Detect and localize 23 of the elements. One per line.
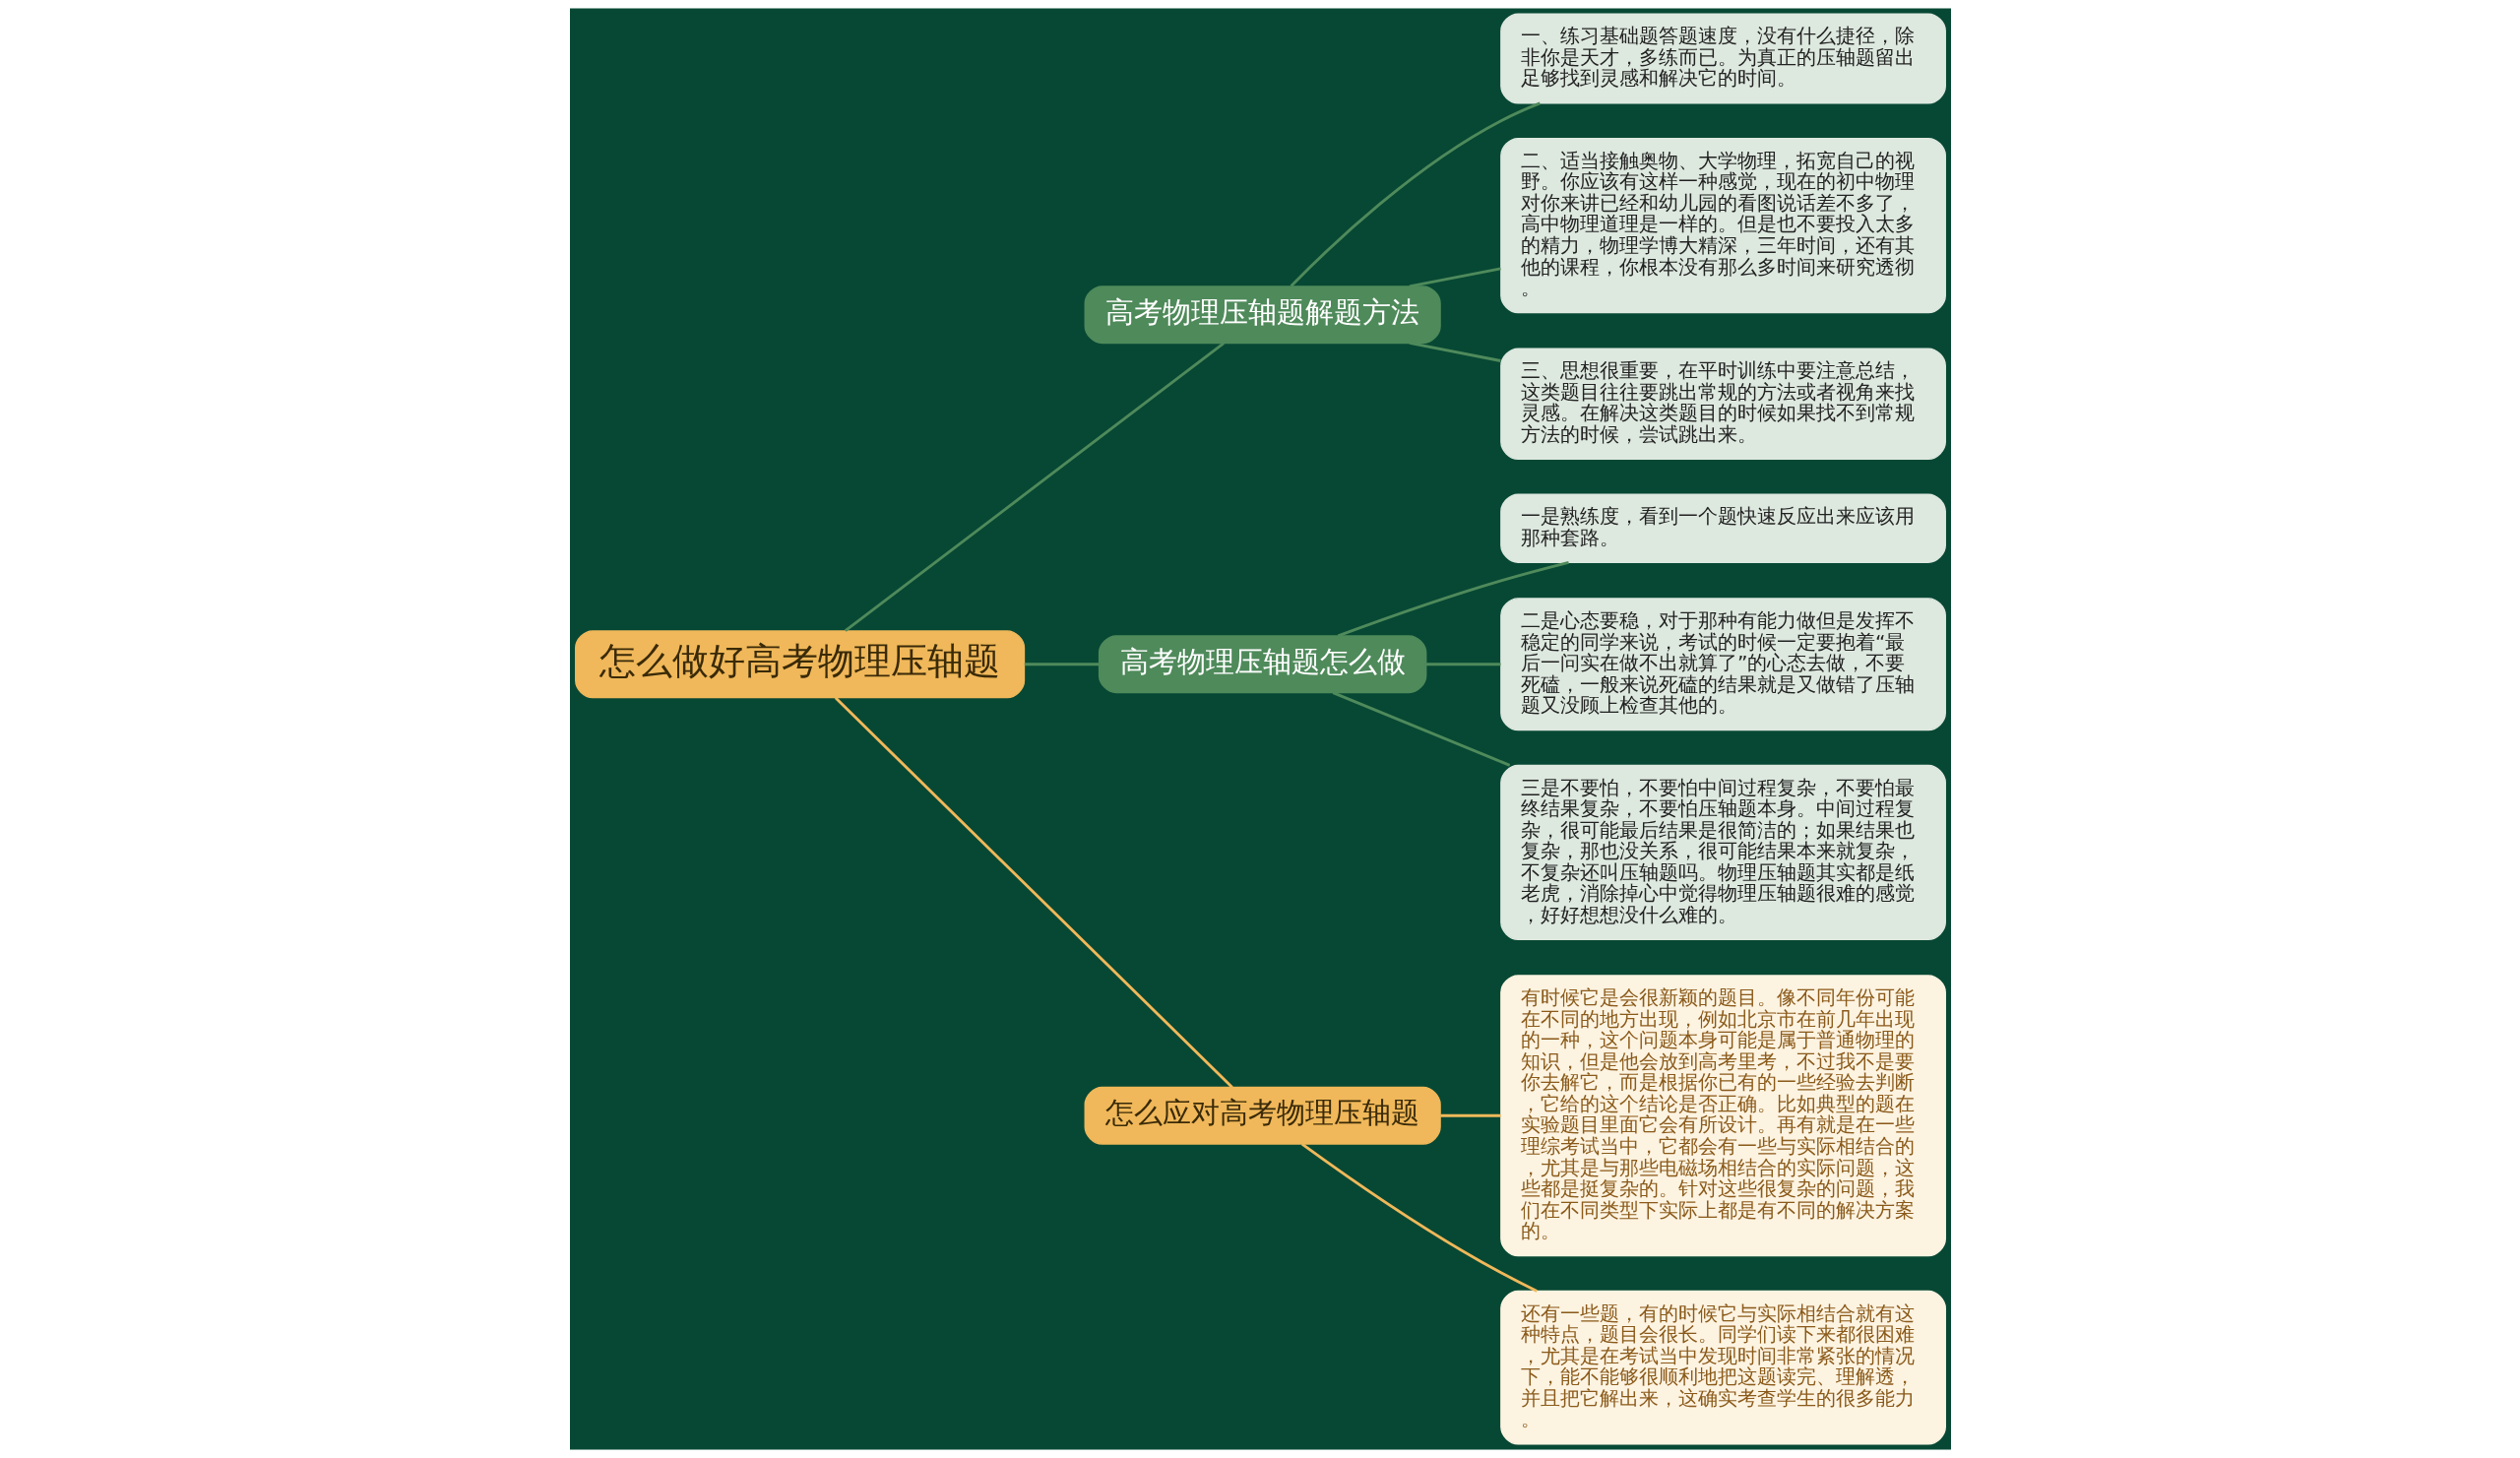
connector — [1409, 342, 1501, 362]
connector — [1425, 663, 1500, 666]
node-box: 还有一些题，有的时候它与实际相结合就有这种特点，题目会很长。同学们读下来都很困难，尤其是在考试当中发现时间非常紧张的情况下，能不能够很顺利地把这题读完、理解透，并且把它解出来，这确实考查学生的很多能力。 — [1499, 1290, 1946, 1445]
connector — [1439, 1113, 1500, 1117]
node-box: 高考物理压轴题解题方法 — [1084, 285, 1441, 345]
node-box: 一是熟练度，看到一个题快速反应出来应该用那种套路。 — [1499, 493, 1946, 563]
node-box: 怎么做好高考物理压轴题 — [574, 630, 1025, 699]
connector — [844, 342, 1225, 632]
connector — [834, 696, 1233, 1089]
node-box: 二是心态要稳，对于那种有能力做但是发挥不稳定的同学来说，考试的时候一定要抱着“最后一问实在做不出就算了”的心态去做，不要死磕，一般来说死磕的结果就是又做错了压轴题又没顾上检查其他的。 — [1499, 598, 1946, 731]
node-box: 一、练习基础题答题速度，没有什么捷径，除非你是天才，多练而已。为真正的压轴题留出足够找到灵感和解决它的时间。 — [1499, 13, 1946, 104]
connector — [1024, 663, 1100, 666]
connector — [1290, 101, 1541, 287]
connector — [1337, 561, 1569, 638]
node-box: 高考物理压轴题怎么做 — [1098, 635, 1426, 694]
node-box: 三是不要怕，不要怕中间过程复杂，不要怕最终结果复杂，不要怕压轴题本身。中间过程复杂，很可能最后结果是很简洁的；如果结果也复杂，那也没关系，很可能结果本来就复杂，不复杂还叫压轴题吗。物理压轴题其实都是纸老虎，消除掉心中觉得物理压轴题很难的感觉，好好想想没什么难的。 — [1499, 764, 1946, 941]
node-box: 三、思想很重要，在平时训练中要注意总结，这类题目往往要跳出常规的方法或者视角来找灵感。在解决这类题目的时候如果找不到常规方法的时候，尝试跳出来。 — [1499, 348, 1946, 461]
connector — [1332, 691, 1510, 767]
connector — [1300, 1142, 1538, 1293]
node-box: 二、适当接触奥物、大学物理，拓宽自己的视野。你应该有这样一种感觉，现在的初中物理对你来讲已经和幼儿园的看图说话差不多了，高中物理道理是一样的。但是也不要投入太多的精力，物理学博大精深，三年时间，还有其他的课程，你根本没有那么多时间来研究透彻。 — [1499, 138, 1946, 314]
node-box: 怎么应对高考物理压轴题 — [1084, 1086, 1441, 1145]
node-box: 有时候它是会很新颖的题目。像不同年份可能在不同的地方出现，例如北京市在前几年出现的一种，这个问题本身可能是属于普通物理的知识，但是他会放到高考里考，不过我不是要你去解它，而是根据你已有的一些经验去判断，它给的这个结论是否正确。比如典型的题在实验题目里面它会有所设计。再有就是在一些理综考试当中，它都会有一些与实际相结合的，尤其是与那些电磁场相结合的实际问题，这些都是挺复杂的。针对这些很复杂的问题，我们在不同类型下实际上都是有不同的解决方案的。 — [1499, 975, 1946, 1257]
connector — [1409, 267, 1501, 288]
